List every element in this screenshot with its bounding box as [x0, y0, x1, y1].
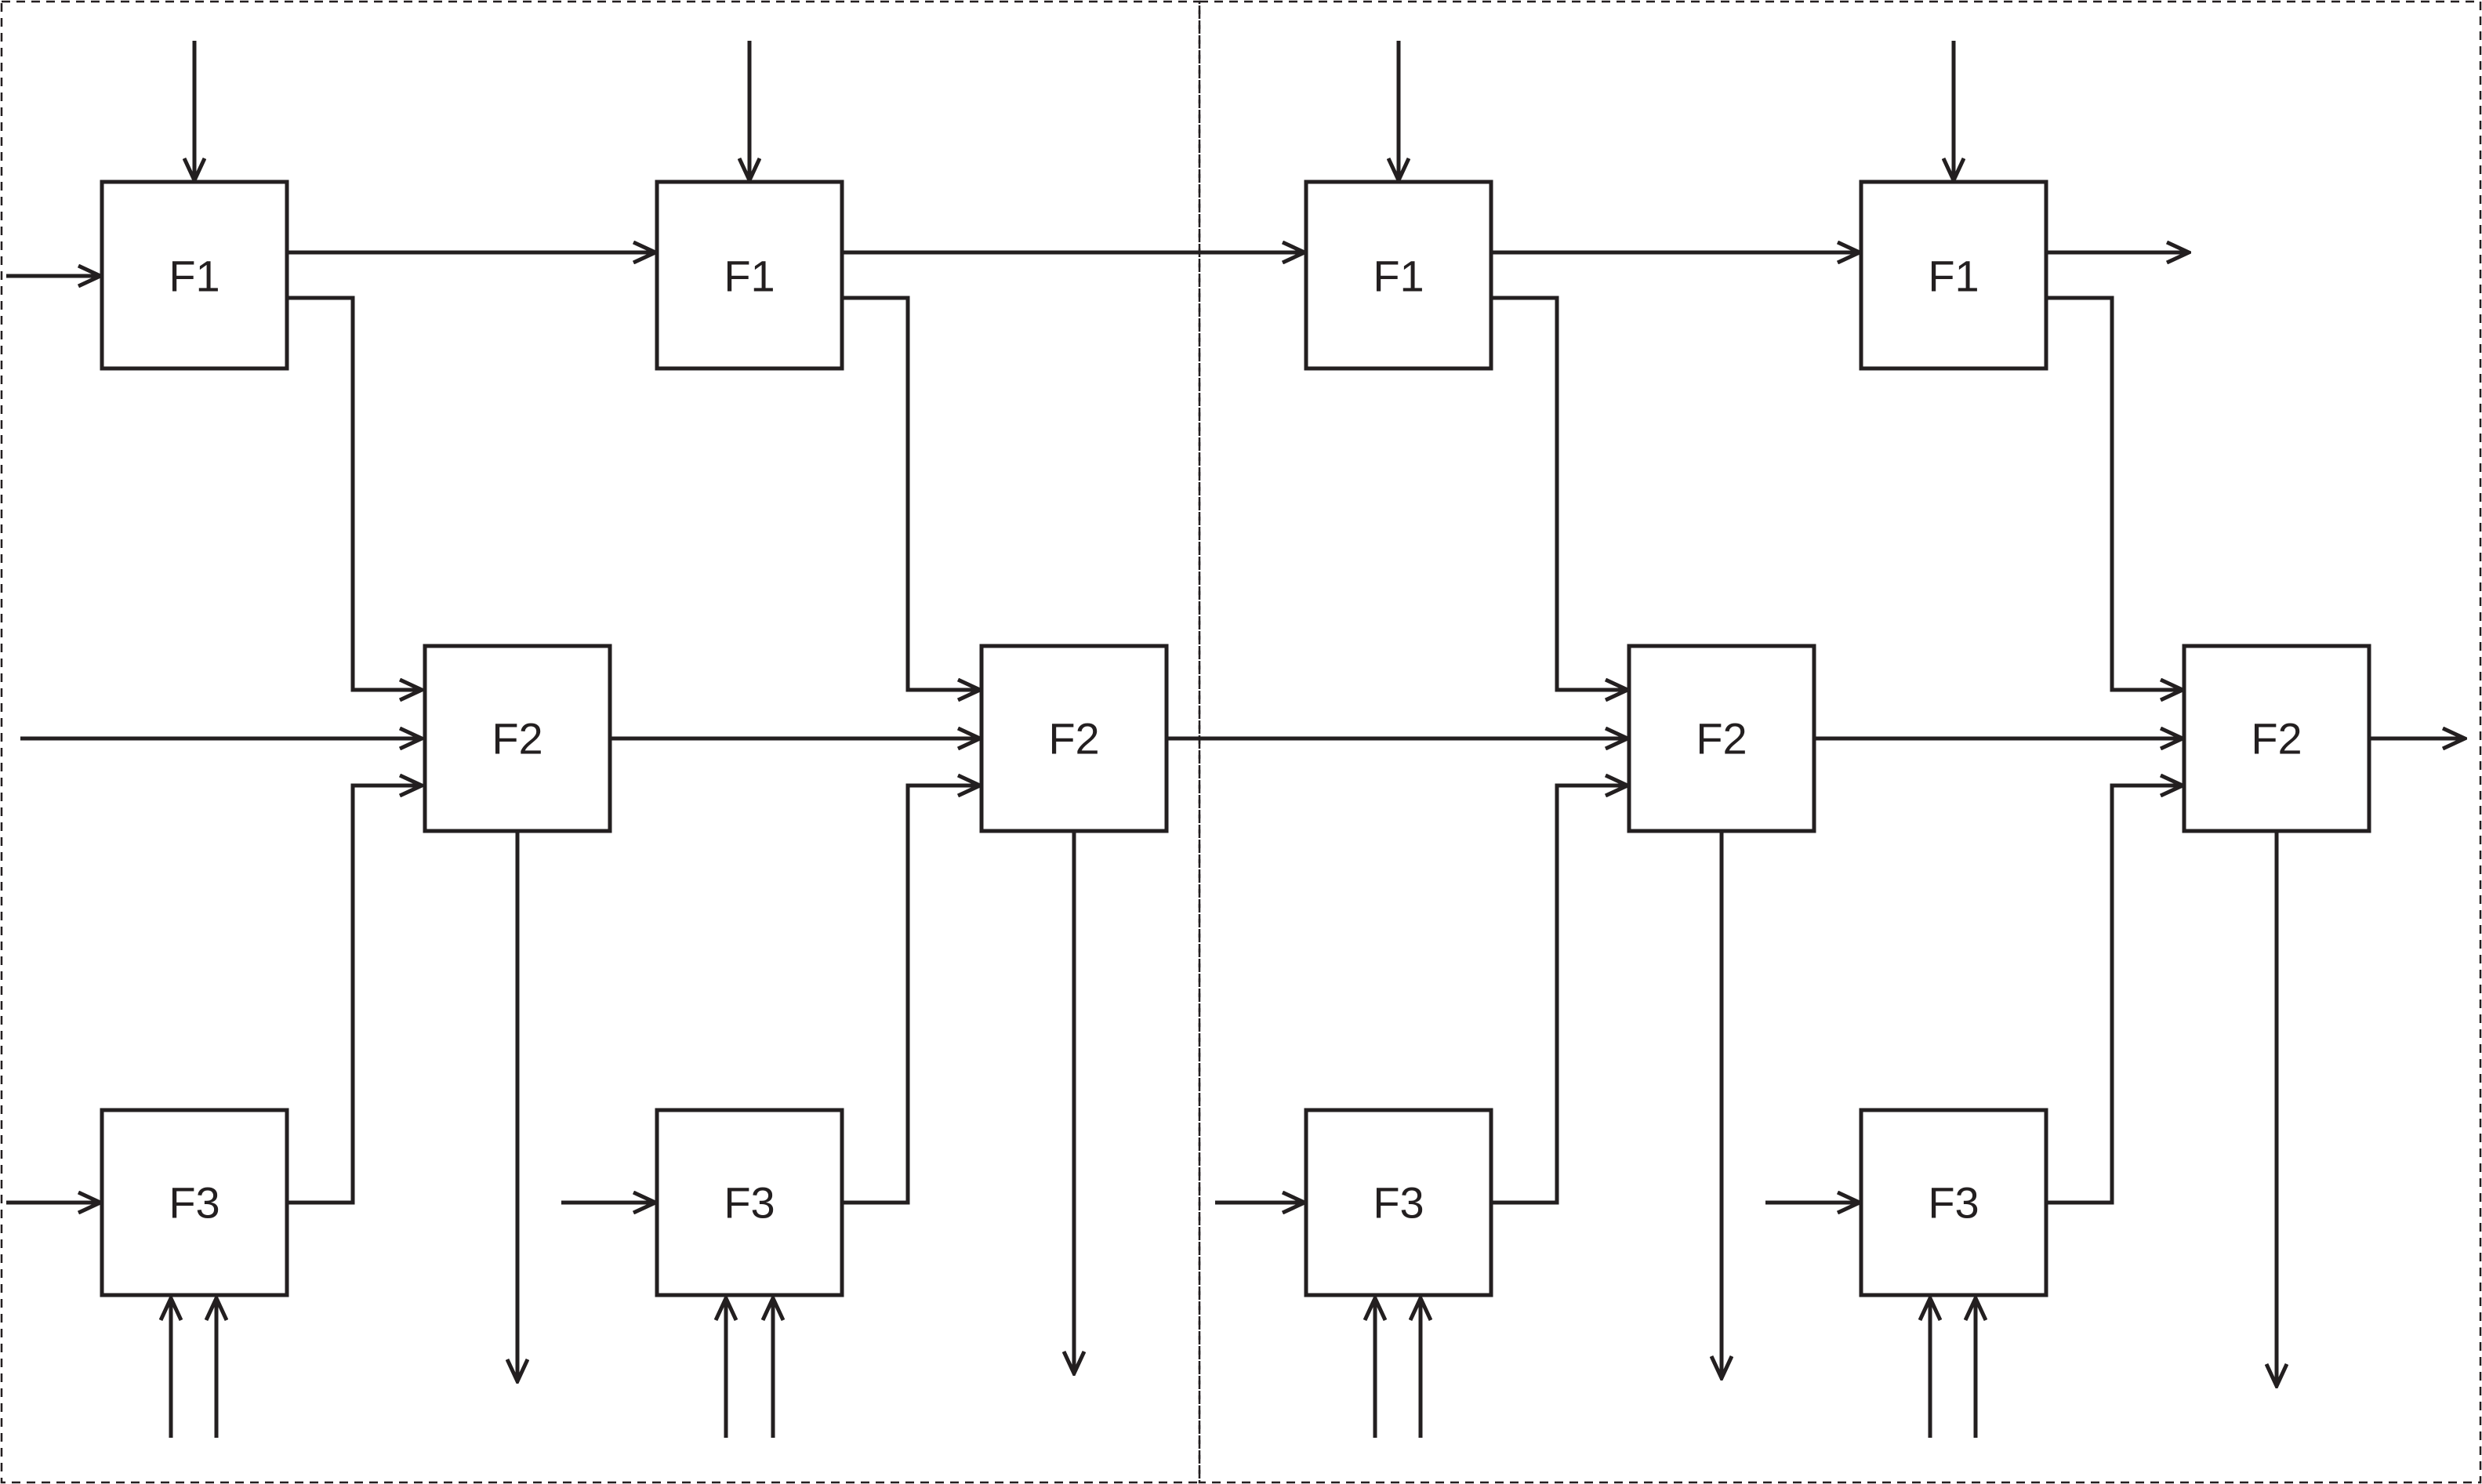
block-s1-f2a: F2	[423, 644, 612, 833]
block-label: F2	[1696, 714, 1747, 764]
arrow-s2-f1b-to-s2-f2b	[2046, 296, 2183, 690]
block-label: F1	[724, 252, 775, 301]
block-s2-f3a: F3	[1304, 1108, 1493, 1297]
block-s2-f2b: F2	[2182, 644, 2371, 833]
block-label: F3	[724, 1178, 775, 1228]
block-label: F2	[1048, 714, 1099, 764]
arrow-f1b-to-f2b	[842, 296, 980, 690]
block-label: F3	[1373, 1178, 1424, 1228]
block-s1-f3a: F3	[100, 1108, 289, 1297]
block-label: F1	[1373, 252, 1424, 301]
block-label: F3	[169, 1178, 220, 1228]
block-s2-f1a: F1	[1304, 180, 1493, 371]
arrow-f3b-to-f2b	[842, 786, 980, 1205]
stage-frame-2	[1198, 0, 2482, 1484]
block-s1-f2b: F2	[979, 644, 1169, 833]
block-label: F2	[492, 714, 542, 764]
block-label: F1	[169, 252, 220, 301]
arrow-s2-f1a-to-s2-f2a	[1491, 296, 1627, 690]
block-s2-f2a: F2	[1627, 644, 1816, 833]
block-s1-f1a: F1	[100, 180, 289, 371]
block-label: F3	[1928, 1178, 1979, 1228]
block-label: F1	[1928, 252, 1979, 301]
block-s1-f1b: F1	[655, 180, 844, 371]
arrow-s2-f3a-to-s2-f2a	[1491, 786, 1627, 1205]
arrow-f1a-to-f2a	[287, 296, 422, 690]
arrow-s2-f3b-to-s2-f2b	[2046, 786, 2183, 1205]
arrow-f3a-to-f2a	[287, 786, 422, 1205]
block-s2-f1b: F1	[1859, 180, 2048, 371]
block-s1-f3b: F3	[655, 1108, 844, 1297]
block-s2-f3b: F3	[1859, 1108, 2048, 1297]
block-label: F2	[2251, 714, 2302, 764]
